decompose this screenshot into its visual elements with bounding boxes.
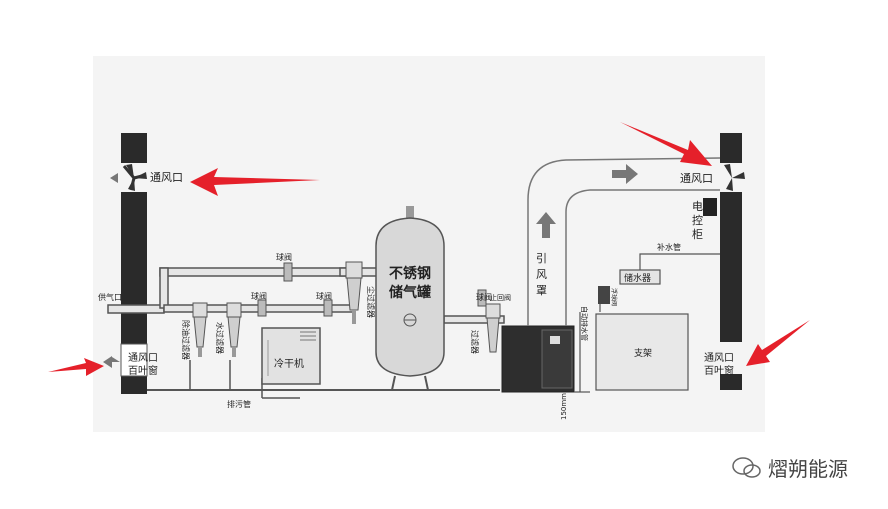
wechat-logo-icon bbox=[732, 456, 761, 478]
red-arrows bbox=[48, 122, 810, 376]
supply-port-label: 供气口 bbox=[98, 292, 122, 302]
watermark: 熠朔能源 bbox=[732, 453, 848, 482]
exhaust-arrow-icon bbox=[110, 173, 118, 183]
control-cabinet bbox=[690, 196, 720, 242]
fan-icon bbox=[122, 164, 147, 191]
ball-valve-label-1: 球阀 bbox=[276, 252, 292, 262]
duct-right-arrow-icon bbox=[612, 164, 638, 184]
water-filter bbox=[226, 302, 242, 357]
vent-label-bottom-right-1: 通风口 bbox=[704, 352, 734, 364]
dust-filter-label: 尘过滤器 bbox=[366, 286, 376, 318]
water-tank-label: 储水器 bbox=[624, 272, 651, 284]
water-system bbox=[574, 253, 720, 393]
ball-valve-4 bbox=[477, 289, 487, 307]
vent-label-bottom-left-2: 百叶窗 bbox=[128, 364, 158, 377]
vent-label-top-left: 通风口 bbox=[150, 171, 183, 184]
water-supply-pipe-label: 补水管 bbox=[657, 242, 681, 252]
base-label: 支架 bbox=[634, 347, 652, 359]
fan-icon-right bbox=[724, 164, 745, 191]
vent-label-top-right: 通风口 bbox=[680, 172, 713, 185]
main-line-filter bbox=[485, 303, 501, 353]
watermark-text: 熠朔能源 bbox=[768, 457, 848, 481]
ball-valve-2 bbox=[257, 299, 267, 317]
red-arrow-top-left bbox=[190, 168, 320, 196]
refrigerated-dryer bbox=[261, 327, 321, 385]
cabinet-label-3: 柜 bbox=[692, 228, 703, 241]
ball-valve-3 bbox=[323, 299, 333, 317]
tank-label-1: 不锈钢 bbox=[389, 265, 431, 282]
float-valve-label: 浮球阀 bbox=[610, 288, 618, 306]
water-filter-label: 水过滤器 bbox=[215, 322, 225, 354]
ball-valve-label-3: 球阀 bbox=[316, 291, 332, 301]
drain-pipe-label: 排污管 bbox=[227, 399, 251, 409]
hood-label-3: 罩 bbox=[536, 284, 547, 297]
hood-label-2: 风 bbox=[536, 268, 547, 281]
auto-drain-pipe-label: 自动排水管 bbox=[580, 306, 589, 341]
filter-right-label: 过滤器 bbox=[470, 330, 480, 354]
check-valve-label: 止回阀 bbox=[490, 293, 511, 302]
red-arrow-bottom-left bbox=[48, 358, 104, 376]
red-arrow-bottom-right bbox=[746, 320, 810, 366]
dryer-label: 冷干机 bbox=[274, 357, 304, 370]
cabinet-label-1: 电 bbox=[692, 200, 703, 213]
cabinet-label-2: 控 bbox=[692, 213, 703, 227]
right-wall bbox=[720, 133, 742, 390]
hood-label-1: 引 bbox=[536, 251, 547, 265]
duct-up-arrow-icon bbox=[536, 212, 556, 238]
height-label: 150mm bbox=[560, 393, 568, 420]
ball-valve-1 bbox=[283, 262, 293, 282]
oil-filter-label: 除油过滤器 bbox=[181, 320, 191, 360]
air-compressor bbox=[501, 325, 575, 393]
ball-valve-label-4: 球阀 bbox=[476, 292, 492, 302]
induced-air-hood bbox=[527, 157, 721, 326]
oil-filter bbox=[192, 302, 208, 357]
vent-label-bottom-left-1: 通风口 bbox=[128, 352, 158, 364]
left-wall bbox=[120, 133, 148, 394]
vent-label-bottom-right-2: 百叶窗 bbox=[704, 364, 734, 377]
dust-filter bbox=[345, 261, 363, 324]
tank-label-2: 储气罐 bbox=[388, 284, 431, 301]
ball-valve-label-2: 球阀 bbox=[251, 291, 267, 301]
float-valve bbox=[598, 286, 610, 304]
red-arrow-top-right bbox=[620, 122, 712, 166]
air-receiver-tank bbox=[375, 206, 445, 391]
